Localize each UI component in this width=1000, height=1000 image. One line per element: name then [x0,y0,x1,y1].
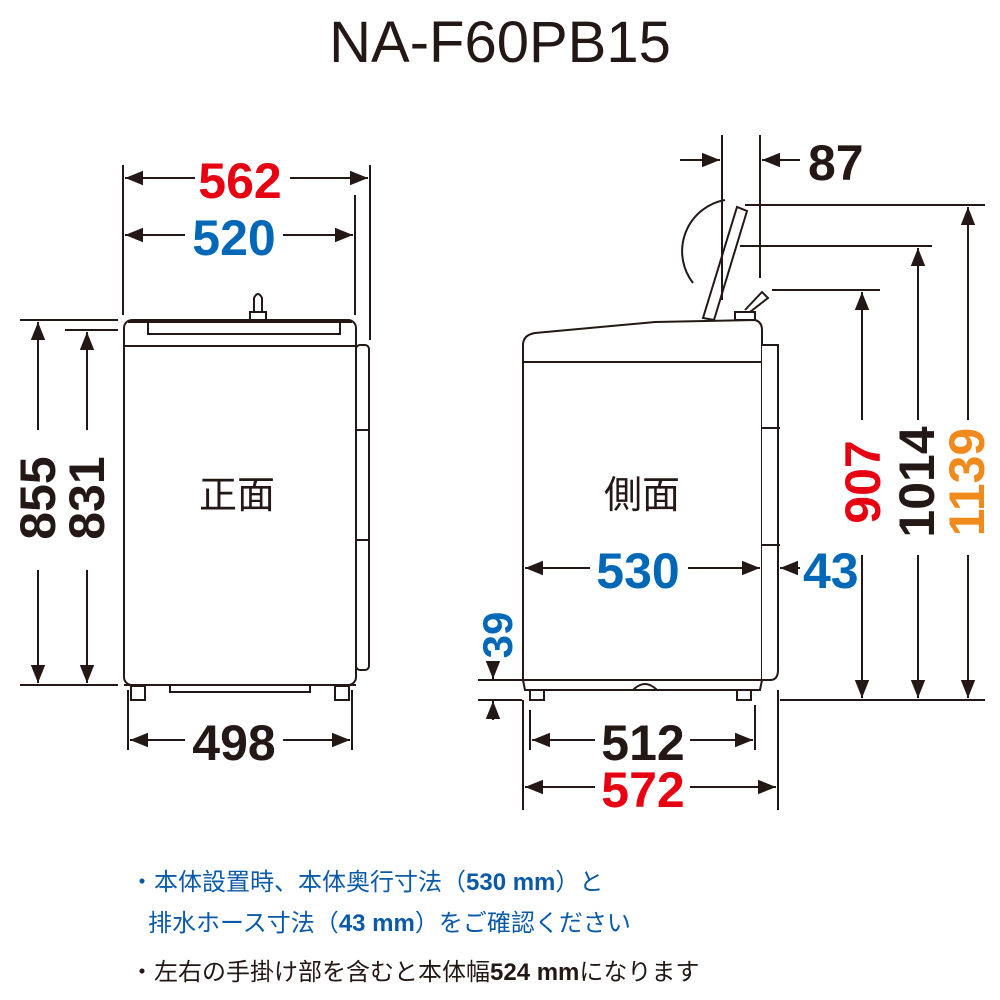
side-clearance: 39 [474,612,521,659]
front-view: 正面 [123,293,370,701]
front-foot-right [334,685,350,701]
note-line-3: ・左右の手掛け部を含むと本体幅524 mmになります [130,952,699,993]
side-dimensions: 87 907 1014 1139 530 43 39 512 572 [474,135,995,818]
note-line-1: ・本体設置時、本体奥行寸法（530 mm）と [130,862,699,903]
side-body [522,318,763,681]
front-side-handle [355,344,370,671]
side-depth-overall: 572 [601,762,684,818]
front-foot-left [130,685,146,701]
side-height-lid-open: 1014 [889,426,945,537]
side-lid-offset: 87 [808,135,864,191]
note-value: 524 mm [490,959,580,986]
hose-connector-icon [249,293,267,320]
note-text: ）をご確認ください [414,909,631,937]
side-depth-hose: 43 [803,543,859,599]
model-title: NA-F60PB15 [329,10,671,75]
note-text: になります [579,958,700,986]
side-depth-feet: 512 [601,715,684,771]
front-width-body: 520 [192,210,275,266]
front-height-total: 855 [10,456,66,539]
front-label: 正面 [199,473,275,517]
side-height-max: 1139 [939,428,995,536]
front-width-overall: 562 [198,153,281,209]
front-width-feet: 498 [192,715,275,771]
note-value: 43 mm [338,910,415,937]
note-value: 530 mm [466,869,556,896]
side-view: 側面 [521,199,780,701]
front-height-body: 831 [59,456,115,539]
lid-swing-arc [681,199,726,284]
note-line-2: 排水ホース寸法（43 mm）をご確認ください [130,903,699,944]
note-text: ）と [555,868,604,896]
side-height-hose: 907 [835,440,891,523]
notes: ・本体設置時、本体奥行寸法（530 mm）と 排水ホース寸法（43 mm）をご確… [130,862,699,993]
note-text: ・左右の手掛け部を含むと本体幅 [130,958,490,986]
side-depth-body: 530 [596,543,679,599]
side-rear-panel [762,344,779,681]
front-dimensions: 562 520 855 831 498 [10,153,371,771]
note-text: 排水ホース寸法（ [148,909,339,937]
lid-open [701,205,749,322]
drain-hose [734,290,770,321]
note-text: ・本体設置時、本体奥行寸法（ [130,868,466,896]
side-label: 側面 [604,473,680,517]
